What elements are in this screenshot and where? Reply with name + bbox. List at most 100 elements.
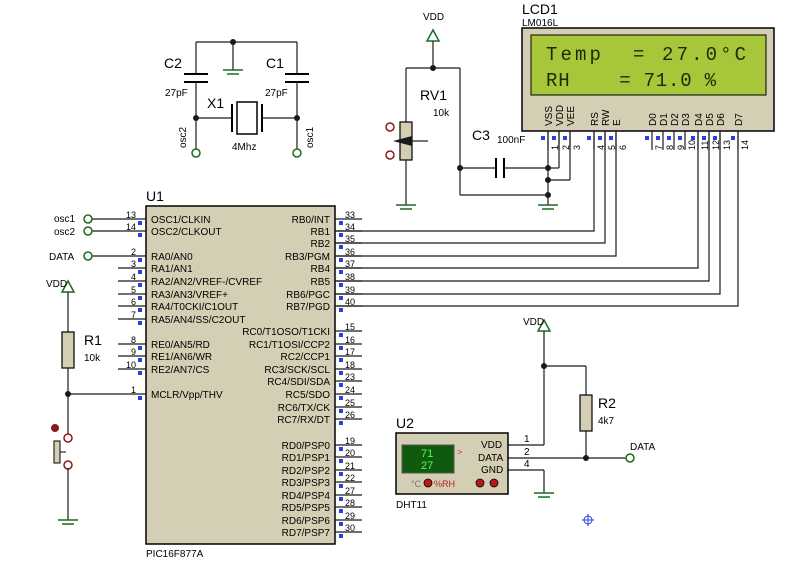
u1-pin-5[interactable]: RA3/AN3/VREF+5 [118,285,228,301]
u1-pin-16[interactable]: RC1/T1OSI/CCP2 16 [249,335,362,351]
lcd-pin-d1[interactable]: D18 [656,113,675,150]
u1-pin-name: RE0/AN5/RD [151,340,210,351]
lcd-pin-d2[interactable]: D29 [667,113,686,150]
u1-pin-name: RA5/AN4/SS/C2OUT [151,315,245,326]
vdd-left-label: VDD [46,279,67,290]
u1-pin-name: RA1/AN1 [151,264,193,275]
u1-pin-29[interactable]: RD6/PSP6 29 [282,511,362,527]
u1-pin-number: 33 [345,210,355,220]
r1-body[interactable] [61,331,75,369]
u1-pin-3[interactable]: RA1/AN1 3 [118,259,193,275]
u1-chip-body[interactable] [145,205,336,545]
lcd-pin-name: VEE [566,106,577,126]
u1-pin-number: 38 [345,272,355,282]
u1-pin-number: 40 [345,297,355,307]
u1-pin-number: 5 [131,285,136,295]
u1-pin-name: RB6/PGC [286,290,330,301]
dht-pin-vdd: VDD [481,440,502,451]
reset-button[interactable] [53,440,61,464]
rv1-potentiometer[interactable] [385,65,461,210]
u1-pin-name: RB0/INT [292,215,330,226]
u1-pin-33[interactable]: RB0/INT 33 [292,210,362,226]
u1-pin-28[interactable]: RD5/PSP5 28 [282,498,362,514]
u1-pin-7[interactable]: RA5/AN4/SS/C2OUT 7 [118,310,245,326]
lcd-pin-name: VSS [544,106,555,126]
c3-ref: C3 [472,127,490,143]
lcd-pin-d0[interactable]: D07 [645,113,664,150]
u1-pin-number: 26 [345,410,355,420]
u1-pin-number: 6 [131,297,136,307]
lcd-pin-name: D1 [659,113,670,126]
u1-pin-name: RC7/RX/DT [277,415,330,426]
u1-pin-number: 10 [126,360,136,370]
u1-pin-6[interactable]: RA4/T0CKI/C1OUT 6 [118,297,238,313]
u1-pin-name: RC1/T1OSI/CCP2 [249,340,331,351]
u1-pin-number: 35 [345,234,355,244]
u1-pin-name: RD5/PSP5 [282,503,331,514]
u1-pin-number: 18 [345,360,355,370]
u1-pin-number: 29 [345,511,355,521]
lcd-part-label: LM016L [522,18,559,29]
u1-pin-name: RE1/AN6/WR [151,352,212,363]
u1-pin-name: RE2/AN7/CS [151,365,210,376]
lcd-pin-name: D5 [705,113,716,126]
r1-value: 10k [84,353,101,364]
u1-pin-24[interactable]: RC5/SDO 24 [286,385,362,401]
u1-pin-number: 16 [345,335,355,345]
u2-dht11[interactable] [395,432,509,495]
lcd-pin-number: 11 [700,141,710,150]
u1-pin-number: 7 [131,310,136,320]
u1-pin-39[interactable]: RB6/PGC 39 [286,285,362,301]
u1-pin-26[interactable]: RC7/RX/DT 26 [277,410,362,426]
u1-pin-name: RC2/CCP1 [281,352,331,363]
u1-pin-number: 3 [131,259,136,269]
u1-pin-number: 9 [131,347,136,357]
u1-ref: U1 [146,188,164,204]
u1-pin-number: 24 [345,385,355,395]
u1-pin-8[interactable]: RE0/AN5/RD8 [118,335,210,351]
u1-pin-9[interactable]: RE1/AN6/WR 9 [118,347,212,363]
u1-pin-10[interactable]: RE2/AN7/CS 10 [118,360,210,376]
u1-pin-number: 28 [345,498,355,508]
u2-part: DHT11 [396,500,427,511]
u1-pin-number: 37 [345,259,355,269]
lcd1[interactable]: Temp = 27.0°C RH = 71.0 % [521,27,775,132]
c2-ref: C2 [164,55,182,71]
u1-pin-name: RD1/PSP1 [282,453,331,464]
u1-pin-name: RD6/PSP6 [282,516,331,527]
u1-pin-name: RB2 [311,239,331,250]
u1-pin-name: RC4/SDI/SDA [267,377,330,388]
lcd-pin-name: D2 [670,113,681,126]
u1-pin-name: RA4/T0CKI/C1OUT [151,302,238,313]
lcd-pin-number: 3 [572,145,582,150]
r2-body[interactable] [579,394,593,432]
u1-pin-35[interactable]: RB2 35 [311,234,362,250]
u1-pin-number: 39 [345,285,355,295]
u1-pin-name: RD3/PSP3 [282,478,331,489]
u1-pin-name: RC5/SDO [286,390,331,401]
